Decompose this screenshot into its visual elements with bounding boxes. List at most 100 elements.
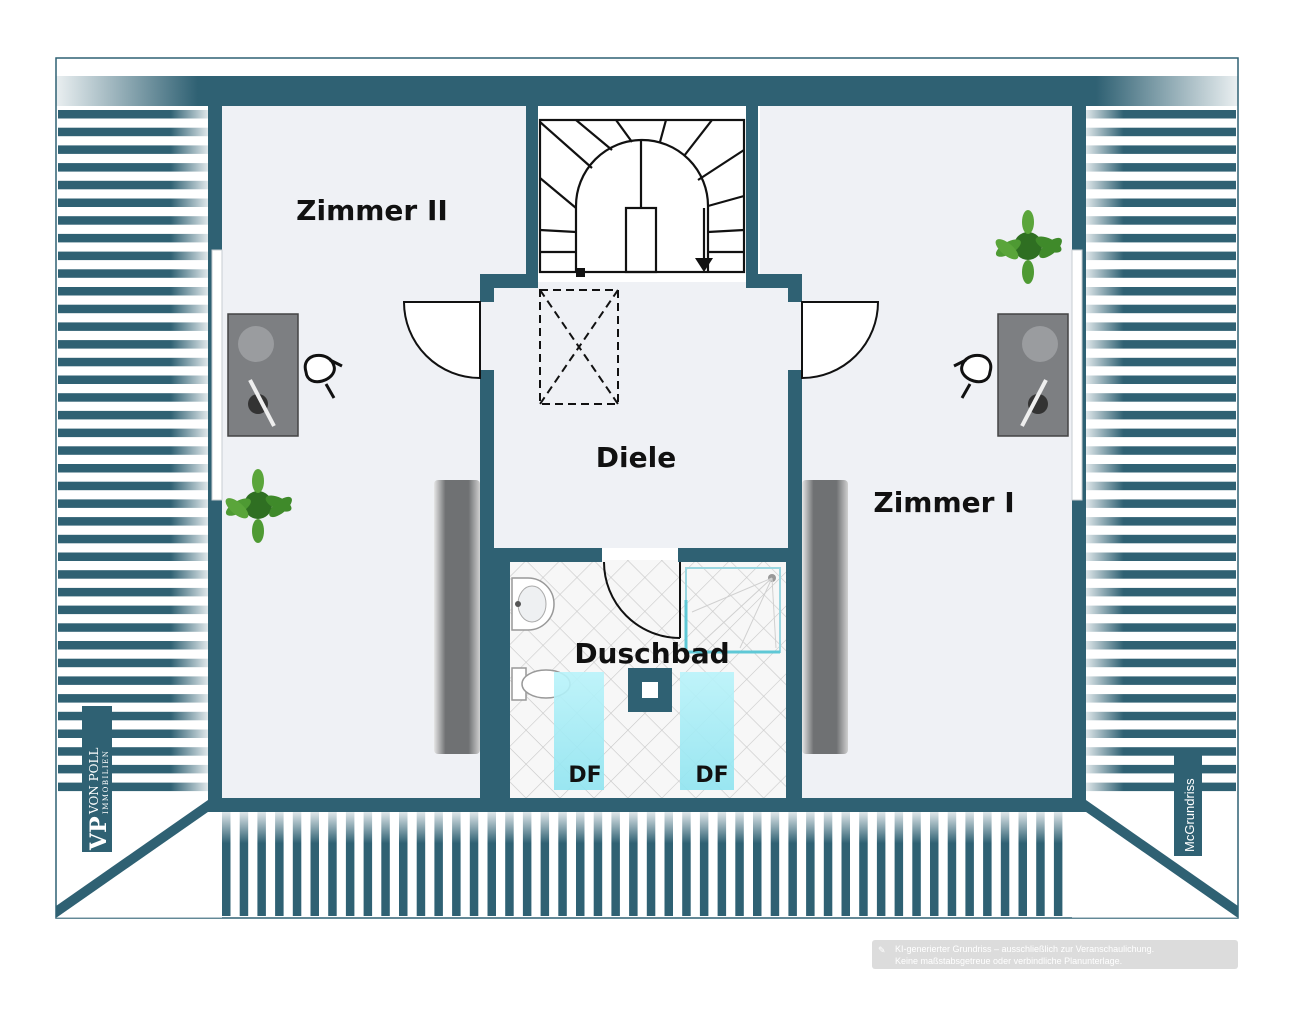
roof-hatch-bar xyxy=(58,464,208,473)
room-label-zimmer-i: Zimmer I xyxy=(873,486,1014,519)
roof-hatch-bar xyxy=(1086,269,1236,278)
desk-right xyxy=(997,313,1069,437)
logo-initials: VP xyxy=(86,816,112,851)
roof-hatch-bar xyxy=(58,198,208,207)
roof-hatch-bar xyxy=(58,658,208,668)
roof-hatch-bar xyxy=(58,552,208,561)
roof-hatch-bar xyxy=(770,812,780,916)
roof-hatch-bar xyxy=(930,812,939,916)
roof-hatch-bar xyxy=(1086,623,1236,632)
roof-hatch-bar xyxy=(876,812,886,916)
roof-hatch-bar xyxy=(452,812,461,916)
roof-hatch-bar xyxy=(58,375,208,384)
desk-left xyxy=(227,313,299,437)
roof-hatch-bar xyxy=(1086,711,1236,721)
logo-name: VON POLL xyxy=(87,748,101,815)
roof-hatch-bar xyxy=(58,145,208,154)
roof-hatch-bar xyxy=(58,782,208,792)
roof-hatch-bar xyxy=(1086,481,1236,491)
roof-hatch-bar xyxy=(1086,658,1236,668)
roof-hatch-bar xyxy=(1086,180,1236,190)
roof-hatch-bar xyxy=(1086,676,1236,685)
roof-hatch-bar xyxy=(699,812,709,916)
mcgrundriss-credit: McGrundriss xyxy=(1174,752,1202,856)
roof-hatch-bar xyxy=(505,812,514,916)
roof-hatch-bar xyxy=(58,641,208,650)
roof-hatch-bar xyxy=(1086,694,1236,703)
roof-hatch-bar xyxy=(1086,534,1236,544)
door-bathroom xyxy=(603,561,681,639)
roof-hatch-bar xyxy=(469,812,479,916)
roof-hatch-bar xyxy=(58,499,208,508)
roof-hatch-bar xyxy=(58,340,208,349)
roof-hatch-bar xyxy=(345,812,355,916)
roof-hatch-bar xyxy=(58,216,208,225)
roof-hatch-bar xyxy=(1086,570,1236,579)
roof-hatch-bar xyxy=(1086,446,1236,455)
skylight-label-left: DF xyxy=(568,763,601,788)
roof-hatch-bar xyxy=(1086,428,1236,438)
roof-hatch-bar xyxy=(222,812,231,916)
roof-hatch-bar xyxy=(58,357,208,367)
room-label-zimmer-ii: Zimmer II xyxy=(296,194,448,227)
roof-hatch-bar xyxy=(58,287,208,296)
plant-icon xyxy=(225,469,292,543)
disclaimer-line-1: KI-generierter Grundriss – ausschließlic… xyxy=(895,944,1154,954)
ai-sparkle-icon: ✎ xyxy=(878,945,886,955)
roof-hatch-bar xyxy=(328,812,337,916)
window-left xyxy=(211,249,223,501)
roof-hatch-bar xyxy=(1086,375,1236,384)
disclaimer-line-2: Keine maßstabsgetreue oder verbindliche … xyxy=(895,956,1122,966)
roof-hatch-bar xyxy=(1086,782,1236,792)
roof-hatch-bar xyxy=(399,812,408,916)
roof-hatch-bar xyxy=(806,812,815,916)
von-poll-logo: VP VON POLL IMMOBILIEN xyxy=(82,706,112,852)
roof-hatch-bar xyxy=(1086,287,1236,296)
skylight-label-right: DF xyxy=(695,763,728,788)
staircase-floor xyxy=(532,106,760,282)
roof-hatch-bar xyxy=(841,812,850,916)
roof-hatch-bar xyxy=(1086,605,1236,615)
roof-hatch-bar xyxy=(540,812,550,916)
roof-hatch-bar xyxy=(646,812,656,916)
roof-hatch-bar xyxy=(593,812,603,916)
roof-hatch-bar xyxy=(1086,747,1236,756)
roof-hatch-bar xyxy=(58,233,208,243)
roof-hatch-bar xyxy=(983,812,992,916)
stair-arrow-icon xyxy=(695,258,713,272)
office-chair-icon xyxy=(303,353,343,399)
roof-hatch-bar xyxy=(1086,393,1236,402)
roof-hatch-bar xyxy=(239,812,249,916)
attic-hatch xyxy=(539,289,619,405)
roof-slope-left xyxy=(58,110,208,792)
roof-hatch-bar xyxy=(1053,812,1063,916)
roof-hatch-bar xyxy=(1086,587,1236,597)
logo-sub: IMMOBILIEN xyxy=(102,750,110,814)
roof-hatch-bar xyxy=(416,812,426,916)
window-right xyxy=(1071,249,1083,501)
radiator-left xyxy=(434,480,480,754)
roof-hatch-bar xyxy=(58,623,208,632)
roof-ridge-band xyxy=(56,76,1238,106)
roof-hatch-bar xyxy=(1000,812,1010,916)
stair-start-marker xyxy=(576,268,585,277)
roof-hatch-bar xyxy=(58,110,208,119)
roof-hatch-bar xyxy=(947,812,957,916)
roof-hatch-bar xyxy=(1086,552,1236,561)
roof-hatch-bar xyxy=(58,163,208,172)
roof-hatch-bar xyxy=(1086,517,1236,526)
roof-hatch-bar xyxy=(1086,304,1236,314)
roof-hatch-bar xyxy=(1086,216,1236,225)
roof-hatch-bar xyxy=(292,812,302,916)
roof-hatch-bar xyxy=(1086,729,1236,738)
roof-hatch-bar xyxy=(58,587,208,597)
roof-hatch-bar xyxy=(58,322,208,331)
roof-hatch-bar xyxy=(629,812,638,916)
roof-hatch-bar xyxy=(1086,163,1236,172)
door-zimmer-ii xyxy=(402,301,481,380)
walls xyxy=(208,106,1086,812)
roof-hatch-bar xyxy=(58,570,208,579)
roof-hatch-bar xyxy=(310,812,319,916)
roof-hatch-bar xyxy=(1086,340,1236,349)
roof-hatch-bar xyxy=(58,180,208,190)
